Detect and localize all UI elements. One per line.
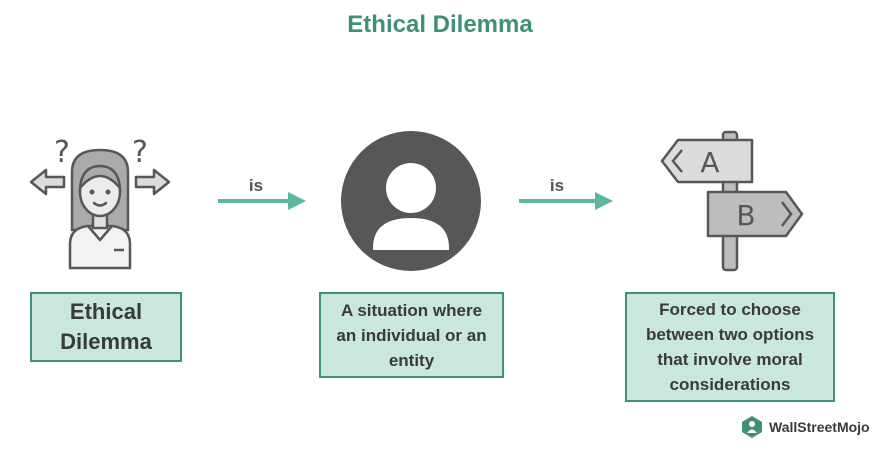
user-avatar-icon bbox=[341, 131, 481, 271]
box-ethical-dilemma: Ethical Dilemma bbox=[30, 292, 182, 362]
sign-b-letter: B bbox=[736, 199, 755, 232]
box-situation-text: A situation where an individual or an en… bbox=[336, 300, 487, 370]
arrow-label-2: is bbox=[549, 176, 565, 195]
diagram-title: Ethical Dilemma bbox=[347, 11, 533, 38]
logo-icon bbox=[742, 416, 762, 438]
sign-a-letter: A bbox=[700, 146, 719, 179]
svg-text:?: ? bbox=[132, 135, 148, 170]
box-forced-choice: Forced to choose between two options tha… bbox=[625, 292, 835, 402]
confused-person-icon: ? ? bbox=[29, 135, 171, 270]
box-ethical-dilemma-text: Ethical Dilemma bbox=[60, 299, 152, 354]
signpost-icon: A B bbox=[660, 130, 804, 272]
logo-text: WallStreetMojo bbox=[769, 419, 870, 435]
wallstreetmojo-logo: WallStreetMojo bbox=[739, 414, 870, 440]
box-situation: A situation where an individual or an en… bbox=[319, 292, 504, 378]
svg-text:?: ? bbox=[54, 135, 70, 170]
box-forced-choice-text: Forced to choose between two options tha… bbox=[645, 300, 815, 394]
arrow-right-1 bbox=[218, 192, 306, 210]
arrow-right-2 bbox=[519, 192, 613, 210]
arrow-label-1: is bbox=[248, 176, 264, 195]
